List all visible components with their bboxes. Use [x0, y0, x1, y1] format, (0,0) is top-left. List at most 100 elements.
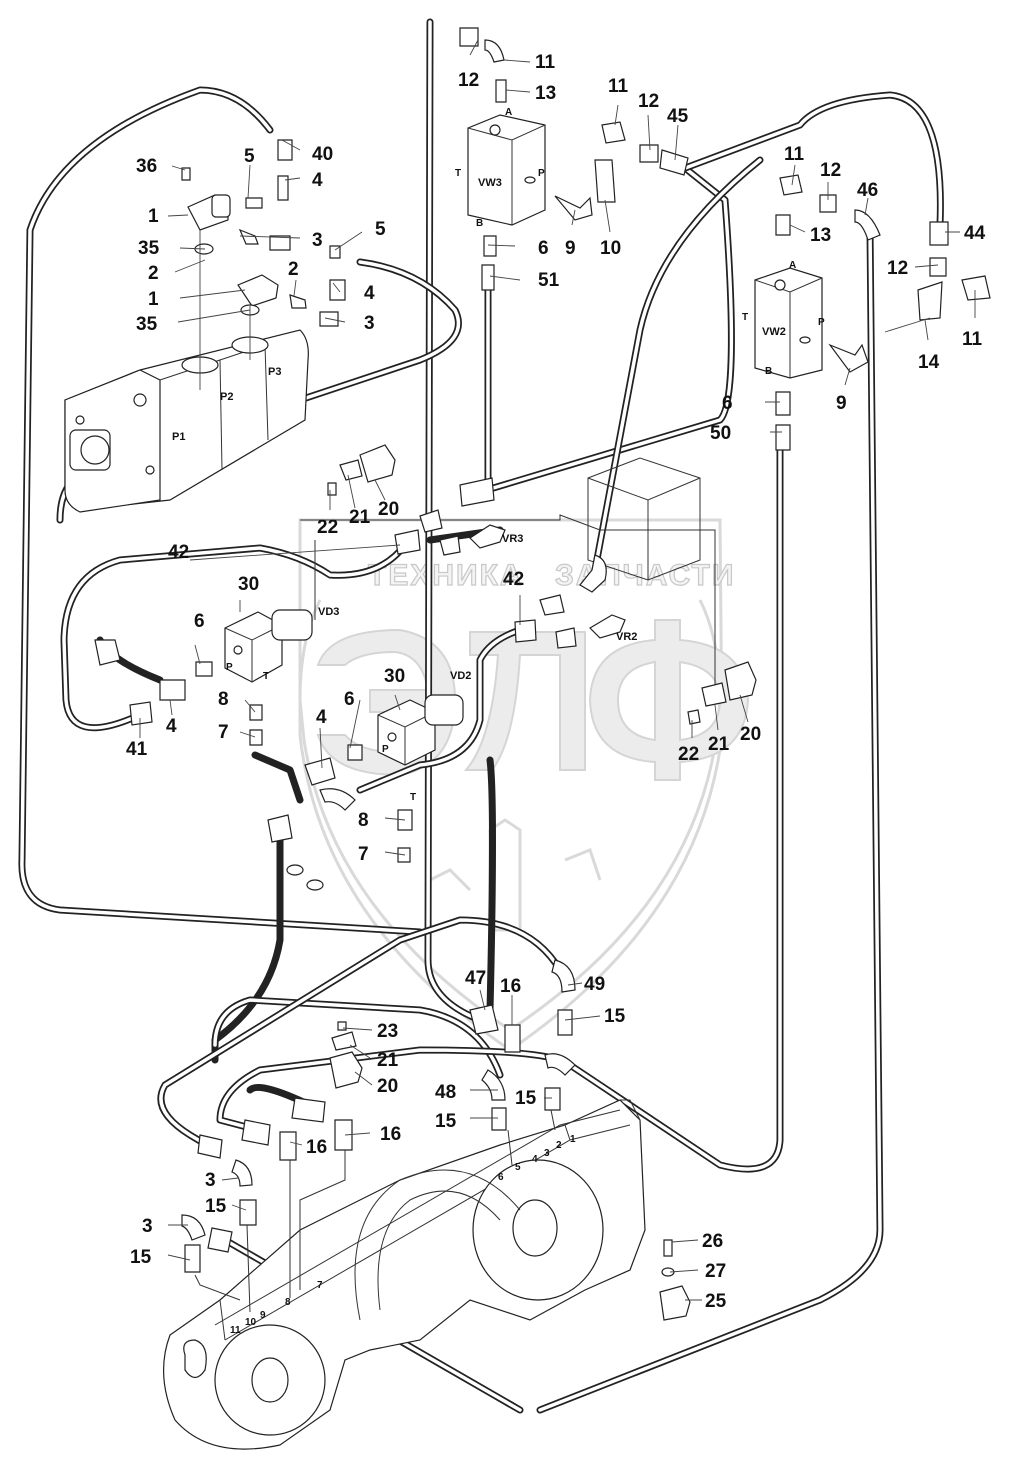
- solenoid-valve-upper: P T VD3: [224, 606, 339, 683]
- callout-label: 27: [705, 1261, 726, 1282]
- solenoid-upper-port-t: T: [263, 671, 269, 682]
- callout-label: 4: [364, 283, 375, 304]
- valve-vw2-port-p: P: [818, 317, 825, 328]
- callout-label: 7: [358, 844, 369, 865]
- callout-label: 4: [166, 716, 177, 737]
- callout-label: 16: [380, 1124, 401, 1145]
- watermark-letter-f: [588, 619, 750, 781]
- relief-valves: VR3 VR2: [419, 509, 637, 649]
- callout-label: 15: [604, 1006, 626, 1027]
- callout-label: 21: [377, 1050, 399, 1071]
- manifold-port-9: 9: [260, 1310, 266, 1321]
- callout-label: 3: [205, 1170, 216, 1191]
- manifold-port-10: 10: [245, 1317, 257, 1328]
- callout-label: 3: [364, 313, 375, 334]
- callout-label: 15: [130, 1247, 152, 1268]
- manifold-port-7: 7: [317, 1280, 323, 1291]
- callout-label: 30: [384, 666, 405, 687]
- callout-label: 9: [836, 393, 847, 414]
- callout-label: 42: [168, 542, 189, 563]
- leader-lines: [139, 39, 976, 1313]
- manifold-port-5: 5: [515, 1162, 521, 1173]
- hoses: [18, 18, 944, 1414]
- manifold-port-labels: 1 2 3 4 5 6 7 8 9 10 11: [230, 1134, 576, 1336]
- valve-tag-vd3: VD3: [318, 606, 339, 618]
- valve-tag-vr2: VR2: [616, 631, 637, 643]
- callout-label: 40: [312, 144, 333, 165]
- callout-label: 8: [218, 689, 229, 710]
- valve-vw3-name: VW3: [478, 177, 502, 189]
- callout-label: 20: [378, 499, 399, 520]
- callout-label: 16: [306, 1137, 327, 1158]
- callout-label: 2: [148, 263, 159, 284]
- valve-vw3-port-t: T: [455, 168, 461, 179]
- callout-label: 6: [722, 393, 733, 414]
- manifold-port-1: 1: [570, 1134, 576, 1145]
- callout-label: 5: [244, 146, 255, 167]
- callout-label: 16: [500, 976, 521, 997]
- callout-label: 35: [136, 314, 158, 335]
- manifold-port-6: 6: [498, 1172, 504, 1183]
- callout-label: 6: [194, 611, 205, 632]
- valve-vw3-port-b: B: [476, 218, 483, 229]
- callout-label: 13: [535, 83, 556, 104]
- callout-label: 11: [535, 52, 556, 73]
- callout-label: 46: [857, 180, 878, 201]
- valve-vw2-port-a: A: [789, 260, 796, 271]
- callout-label: 21: [708, 734, 730, 755]
- callout-label: 12: [887, 258, 908, 279]
- manifold-port-3: 3: [544, 1148, 550, 1159]
- callout-label: 48: [435, 1082, 456, 1103]
- valve-vw2-port-b: B: [765, 366, 772, 377]
- valve-vw2-name: VW2: [762, 326, 786, 338]
- callout-labels: 11 12 13 11 12 45 11 12 13 46 44 12 11 1…: [126, 52, 986, 1312]
- callout-label: 15: [435, 1111, 457, 1132]
- callout-label: 21: [349, 507, 371, 528]
- solenoid-lower-port-p: P: [382, 744, 389, 755]
- manifold-port-4: 4: [532, 1154, 538, 1165]
- valve-tag-vd2: VD2: [450, 670, 471, 682]
- callout-label: 6: [344, 689, 355, 710]
- fittings: [94, 27, 991, 1273]
- valve-block-outline: [300, 457, 716, 700]
- callout-label: 3: [312, 230, 323, 251]
- chassis-frame: [163, 1099, 646, 1450]
- callout-label: 36: [136, 156, 157, 177]
- callout-label: 6: [538, 238, 549, 259]
- watermark-word-left: ТЕХНИКА: [368, 559, 524, 592]
- callout-label: 20: [377, 1076, 398, 1097]
- solenoid-valve-lower: P T VD2: [377, 670, 471, 803]
- callout-label: 14: [918, 352, 940, 373]
- callout-label: 22: [678, 744, 699, 765]
- callout-label: 4: [316, 707, 327, 728]
- callout-label: 50: [710, 423, 731, 444]
- callout-label: 42: [503, 569, 524, 590]
- callout-label: 47: [465, 968, 486, 989]
- callout-label: 4: [312, 170, 323, 191]
- manifold-port-2: 2: [556, 1140, 562, 1151]
- callout-label: 11: [608, 76, 629, 97]
- solenoid-upper-port-p: P: [226, 662, 233, 673]
- callout-label: 11: [784, 144, 805, 165]
- valve-tag-vr3: VR3: [502, 533, 523, 545]
- valve-vw2: VW2 A T P B: [742, 214, 943, 416]
- callout-label: 13: [810, 225, 831, 246]
- valve-vw3-port-p: P: [538, 168, 545, 179]
- callout-label: 8: [358, 810, 369, 831]
- callout-label: 45: [667, 106, 689, 127]
- callout-label: 10: [600, 238, 621, 259]
- callout-label: 12: [638, 91, 659, 112]
- pump-flanges: [181, 139, 346, 390]
- solenoid-lower-port-t: T: [410, 792, 416, 803]
- callout-label: 7: [218, 722, 229, 743]
- callout-label: 1: [148, 206, 159, 227]
- callout-label: 49: [584, 974, 605, 995]
- callout-label: 12: [820, 160, 841, 181]
- hydraulic-pump: P1 P2 P3: [64, 329, 309, 513]
- callout-label: 12: [458, 70, 479, 91]
- callout-label: 11: [962, 329, 983, 350]
- callout-label: 23: [377, 1021, 398, 1042]
- valve-vw3: VW3 A T P B: [455, 79, 616, 257]
- callout-label: 3: [142, 1216, 153, 1237]
- callout-label: 25: [705, 1291, 727, 1312]
